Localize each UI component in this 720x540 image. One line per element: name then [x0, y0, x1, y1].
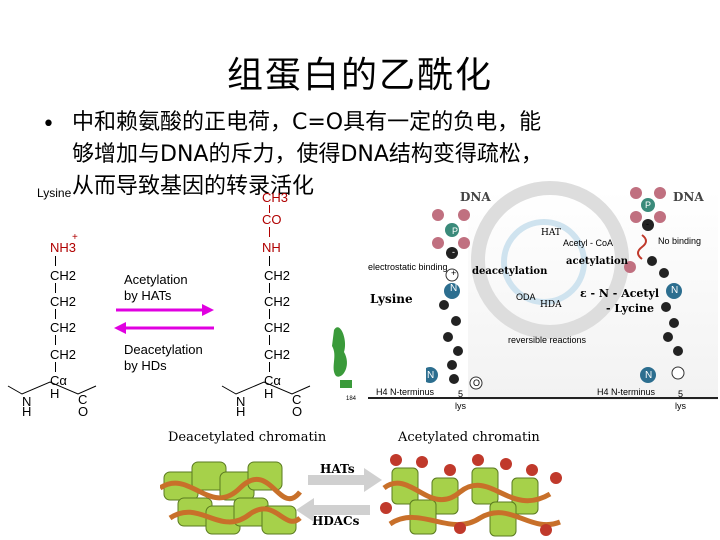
left-n: N: [22, 394, 32, 409]
eps-acetyl-label: ε - N - Acetyl: [580, 287, 660, 300]
electrostatic-label: electrostatic binding: [368, 262, 448, 272]
right-o: O: [292, 404, 303, 419]
bond: [55, 335, 56, 345]
deacetylated-chromatin-label: Deacetylated chromatin: [168, 430, 327, 445]
atom-n-right: N: [671, 285, 679, 296]
bond: [55, 283, 56, 293]
left-ch2-1: CH2: [50, 268, 77, 283]
right-nh: NH: [262, 240, 281, 255]
right-ch2-1: CH2: [264, 268, 291, 283]
minus-right: -: [646, 219, 649, 229]
atom-p-left: P: [452, 226, 459, 236]
right-ch2-3: CH2: [264, 320, 291, 335]
hda-label: HDA: [540, 300, 562, 310]
h4-terminus-right: H4 N-terminus: [597, 387, 656, 397]
acetylated-chromatin-label: Acetylated chromatin: [398, 430, 540, 445]
residue-number-right: 5: [678, 389, 684, 399]
bond: [269, 227, 270, 237]
deacetylation-cycle-label: deacetylation: [472, 266, 548, 277]
right-ch2-4: CH2: [264, 347, 291, 362]
left-c: C: [78, 392, 88, 407]
right-h1: H: [236, 404, 246, 419]
right-ch2-2: CH2: [264, 294, 291, 309]
hat-label: HAT: [541, 228, 561, 238]
bullet-line-3: 从而导致基因的转录活化: [72, 174, 315, 199]
lysine-label: Lysine: [37, 186, 72, 200]
reversible-label: reversible reactions: [508, 335, 587, 345]
hdacs-label: HDACs: [312, 514, 360, 528]
acetyl-coa-label: Acetyl - CoA: [563, 238, 614, 248]
atom-n-left-bottom: N: [427, 370, 435, 381]
left-h2: H: [50, 386, 60, 401]
acetylated-nucleosomes: [380, 454, 562, 537]
left-plus: +: [72, 232, 78, 243]
slide-title: 组蛋白的乙酰化: [226, 55, 493, 96]
right-co: CO: [262, 212, 282, 227]
bullet-marker: •: [42, 112, 55, 137]
atom-o-left: O: [473, 378, 481, 388]
no-binding-label: No binding: [658, 236, 702, 246]
eps-lycine-label: - Lycine: [606, 302, 655, 315]
bond: [269, 283, 270, 293]
tiny-number: 184: [346, 396, 357, 402]
h4-terminus-left: H4 N-terminus: [376, 387, 435, 397]
bond: [269, 335, 270, 345]
lysine-cycle-label: Lysine: [370, 292, 413, 306]
lys-left: lys: [455, 401, 466, 411]
bond: [269, 309, 270, 319]
hats-label: HATs: [320, 462, 355, 476]
bond: [269, 205, 270, 213]
left-o: O: [78, 404, 89, 419]
reaction-arrows: [114, 304, 214, 334]
bond: [269, 256, 270, 266]
minus-left: -: [452, 247, 455, 257]
right-ch3: CH3: [262, 190, 289, 205]
bond: [269, 362, 270, 372]
bullet-line-1: 中和赖氨酸的正电荷，C=O具有一定的负电，能: [72, 110, 542, 135]
bullet-line-2: 够增加与DNA的斥力，使得DNA结构变得疏松，: [72, 142, 543, 167]
oda-label: ODA: [516, 292, 536, 302]
left-ch2-4: CH2: [50, 347, 77, 362]
atom-p-right: P: [645, 200, 652, 210]
bond: [55, 309, 56, 319]
backbone-lines: [7, 381, 311, 395]
residue-number-left: 5: [458, 389, 464, 399]
right-n: N: [236, 394, 246, 409]
atom-n-right-bottom: N: [645, 370, 653, 381]
left-phosphate-chain: [426, 209, 483, 390]
acetylation-enzyme-label: by HATs: [124, 288, 172, 303]
dna-right-label: DNA: [673, 190, 704, 204]
left-nh3: NH3: [50, 240, 77, 255]
deacetylation-label: Deacetylation: [124, 342, 203, 357]
deacetylation-enzyme-label: by HDs: [124, 358, 167, 373]
left-h1: H: [22, 404, 32, 419]
bond: [55, 256, 56, 266]
left-ch2-2: CH2: [50, 294, 77, 309]
right-c: C: [292, 392, 302, 407]
plus-left: +: [451, 268, 457, 278]
lys-right: lys: [675, 401, 686, 411]
acetylation-label: Acetylation: [124, 272, 188, 287]
deacetylated-nucleosomes: [160, 461, 302, 535]
left-ch2-3: CH2: [50, 320, 77, 335]
acetylation-cycle-label: acetylation: [566, 256, 628, 267]
right-h2: H: [264, 386, 274, 401]
chromatin-illustration: [160, 454, 562, 537]
dna-left-label: DNA: [460, 190, 491, 204]
atom-n-left: N: [450, 283, 458, 294]
bond: [55, 362, 56, 372]
right-phosphate-chain: [624, 187, 685, 383]
